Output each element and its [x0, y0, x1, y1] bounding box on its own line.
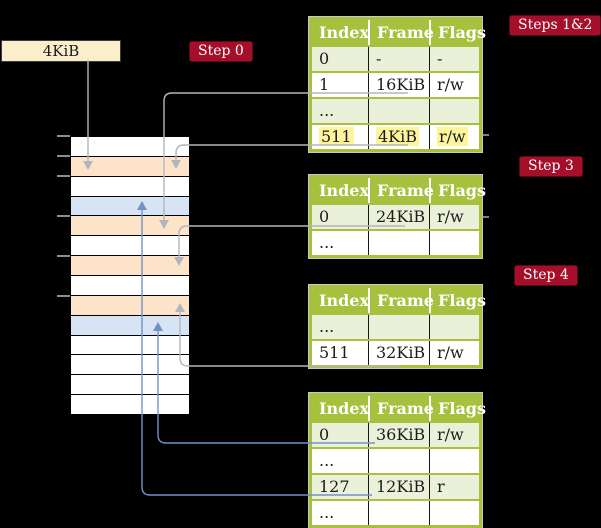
memory-frame [71, 216, 189, 237]
memory-frame [71, 295, 189, 316]
frame-cell: 32KiB [368, 341, 429, 365]
memory-tick [57, 175, 70, 177]
table-header-row: Index Frame Flags [312, 396, 486, 421]
frame-cell [368, 315, 429, 339]
frame-cell [368, 99, 429, 123]
flags-cell [429, 501, 479, 525]
column-header: Flags [429, 396, 486, 421]
flags-cell: - [429, 47, 479, 71]
frame-cell [368, 449, 429, 473]
memory-frame [71, 176, 189, 197]
memory-tick [57, 215, 70, 217]
flags-cell: r/w [429, 341, 479, 365]
index-cell: ... [319, 233, 335, 252]
index-cell: ... [319, 317, 335, 336]
table-header-row: Index Frame Flags [312, 20, 486, 45]
highlight: r/w [437, 127, 468, 146]
memory-frame [71, 335, 189, 356]
table-row: 0 36KiB r/w [312, 421, 479, 447]
highlight: 4KiB [376, 127, 420, 146]
index-cell: ... [319, 503, 335, 522]
index-cell: 0 [319, 207, 330, 226]
page-table-1: Index Frame Flags 0 - - 1 16KiB r/w ... … [309, 17, 486, 152]
flags-cell: r/w [429, 73, 479, 97]
flags-cell [429, 449, 479, 473]
index-cell: ... [319, 451, 335, 470]
memory-tick [57, 295, 70, 297]
frame-cell: 4KiB [368, 125, 429, 149]
column-header: Frame [368, 178, 434, 203]
column-header: Index [319, 291, 370, 310]
table-row-highlighted: 511 4KiB r/w [312, 123, 479, 149]
table-row: 127 12KiB r [312, 473, 479, 499]
page-table-4: Index Frame Flags 0 36KiB r/w ... 127 12… [309, 393, 486, 528]
physical-memory-column [70, 136, 190, 415]
badge-step3: Step 3 [519, 156, 583, 177]
table-row: 0 24KiB r/w [312, 203, 479, 229]
index-cell: ... [319, 101, 335, 120]
flags-cell: r/w [429, 205, 479, 229]
memory-frame [71, 375, 189, 396]
frame-cell: 16KiB [368, 73, 429, 97]
index-cell: 1 [319, 75, 330, 94]
table-row: ... [312, 313, 479, 339]
flags-cell [429, 315, 479, 339]
column-header: Index [319, 181, 370, 200]
highlight: 511 [319, 127, 354, 146]
column-header: Frame [368, 288, 434, 313]
index-cell: 0 [319, 49, 330, 68]
frame-cell: 36KiB [368, 423, 429, 447]
column-header: Index [319, 399, 370, 418]
table-row: 1 16KiB r/w [312, 71, 479, 97]
memory-frame [71, 196, 189, 217]
table-row: ... [312, 499, 479, 525]
table-row: ... [312, 447, 479, 473]
column-header: Index [319, 23, 370, 42]
flags-cell: r [429, 475, 479, 499]
memory-frame [71, 355, 189, 376]
column-header: Frame [368, 20, 434, 45]
column-header: Flags [429, 20, 486, 45]
flags-cell [429, 231, 479, 255]
table-header-row: Index Frame Flags [312, 288, 486, 313]
badge-steps12: Steps 1&2 [509, 15, 601, 36]
index-cell: 511 [312, 125, 368, 149]
column-header: Flags [429, 288, 486, 313]
memory-frame [71, 395, 189, 415]
index-cell: 0 [319, 425, 330, 444]
frame-cell: 24KiB [368, 205, 429, 229]
index-cell: 127 [319, 477, 350, 496]
index-cell: 511 [319, 343, 350, 362]
page-table-3: Index Frame Flags ... 511 32KiB r/w [309, 285, 486, 368]
frame-cell [368, 231, 429, 255]
table-row: 511 32KiB r/w [312, 339, 479, 365]
table-header-row: Index Frame Flags [312, 178, 486, 203]
memory-frame [71, 276, 189, 296]
frame-size-box: 4KiB [1, 40, 121, 62]
table-row: ... [312, 97, 479, 123]
memory-frame [71, 256, 189, 277]
memory-frame [71, 236, 189, 257]
flags-cell [429, 99, 479, 123]
frame-cell [368, 501, 429, 525]
memory-frame [71, 137, 189, 157]
column-header: Frame [368, 396, 434, 421]
memory-tick [57, 135, 70, 137]
frame-cell: - [368, 47, 429, 71]
frame-cell: 12KiB [368, 475, 429, 499]
memory-tick [57, 255, 70, 257]
connector-stub [482, 134, 489, 218]
badge-step4: Step 4 [514, 265, 578, 286]
page-table-2: Index Frame Flags 0 24KiB r/w ... [309, 175, 486, 258]
memory-frame [71, 315, 189, 336]
memory-frame [71, 156, 189, 177]
table-row: ... [312, 229, 479, 255]
flags-cell: r/w [429, 423, 479, 447]
badge-step0: Step 0 [189, 41, 253, 62]
table-row: 0 - - [312, 45, 479, 71]
column-header: Flags [429, 178, 486, 203]
memory-tick [57, 155, 70, 157]
flags-cell: r/w [429, 125, 479, 149]
